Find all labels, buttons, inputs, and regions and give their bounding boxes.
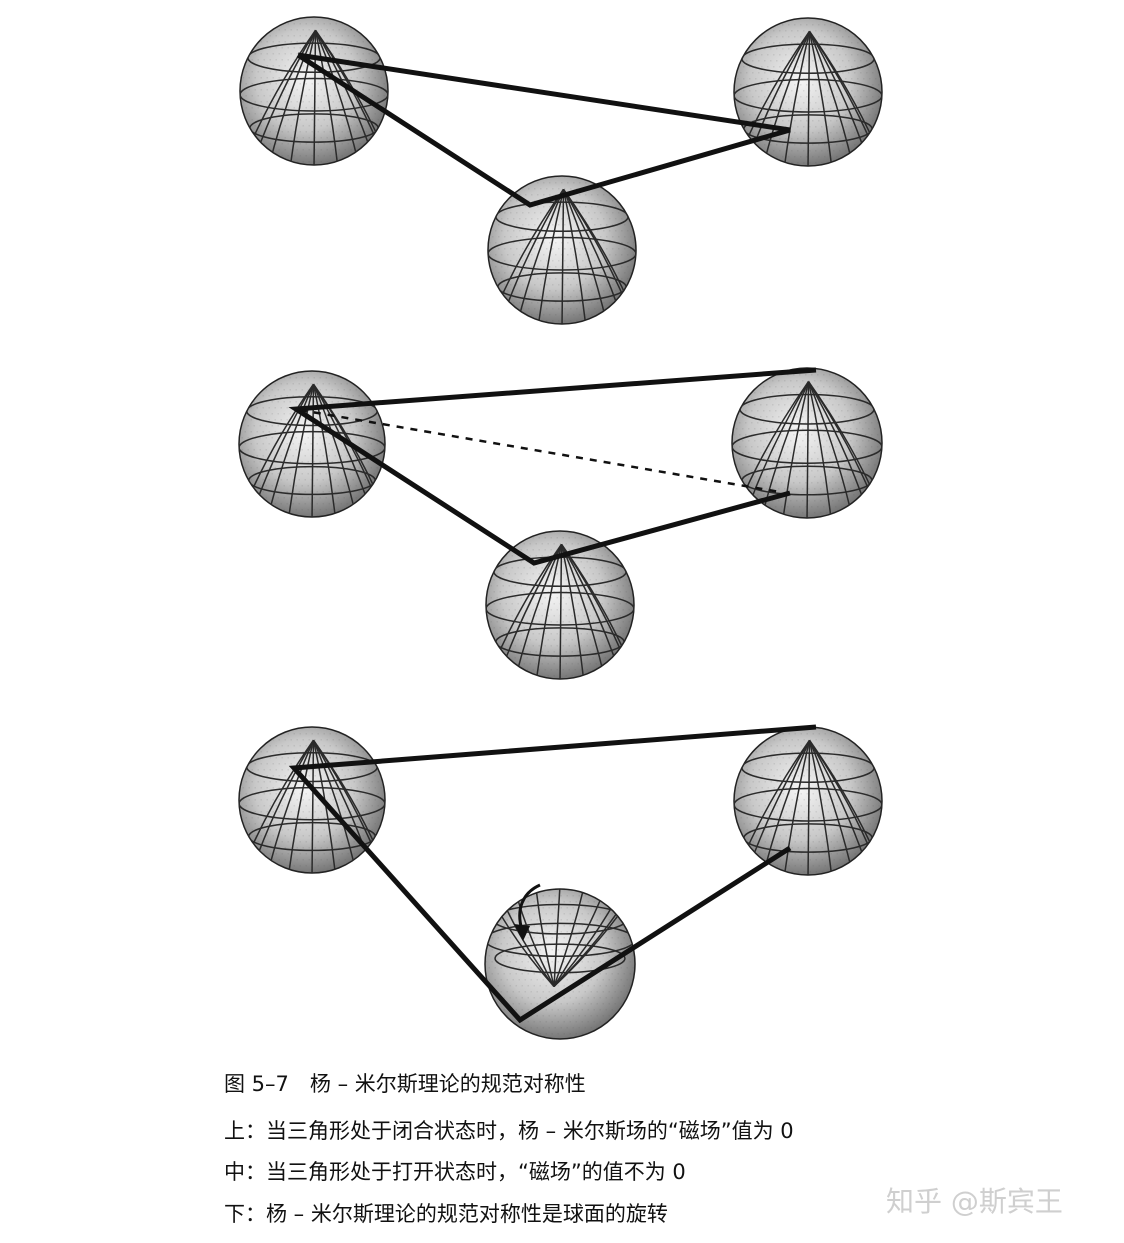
- figure-caption-title: 图 5–7 杨 – 米尔斯理论的规范对称性: [224, 1068, 586, 1098]
- sphere-bottom-bottom: [485, 885, 639, 1039]
- sphere-bottom-right: [734, 727, 886, 879]
- yang-mills-diagram: [0, 0, 1124, 1050]
- sphere-top-left: [240, 17, 392, 169]
- sphere-middle-right: [732, 368, 886, 522]
- watermark: 知乎 @斯宾王: [886, 1180, 1063, 1220]
- sphere-top-bottom: [488, 176, 640, 328]
- sphere-middle-left: [239, 371, 389, 521]
- panel-top: [240, 17, 886, 328]
- panel-bottom: [239, 727, 886, 1039]
- sphere-bottom-left: [239, 727, 389, 877]
- panel-middle: [239, 368, 886, 683]
- caption-line-middle: 中：当三角形处于打开状态时，“磁场”的值不为 0: [224, 1156, 686, 1186]
- sphere-top-right: [734, 18, 886, 170]
- caption-line-bottom: 下：杨 – 米尔斯理论的规范对称性是球面的旋转: [224, 1198, 668, 1228]
- caption-line-top: 上：当三角形处于闭合状态时，杨 – 米尔斯场的“磁场”值为 0: [224, 1115, 794, 1145]
